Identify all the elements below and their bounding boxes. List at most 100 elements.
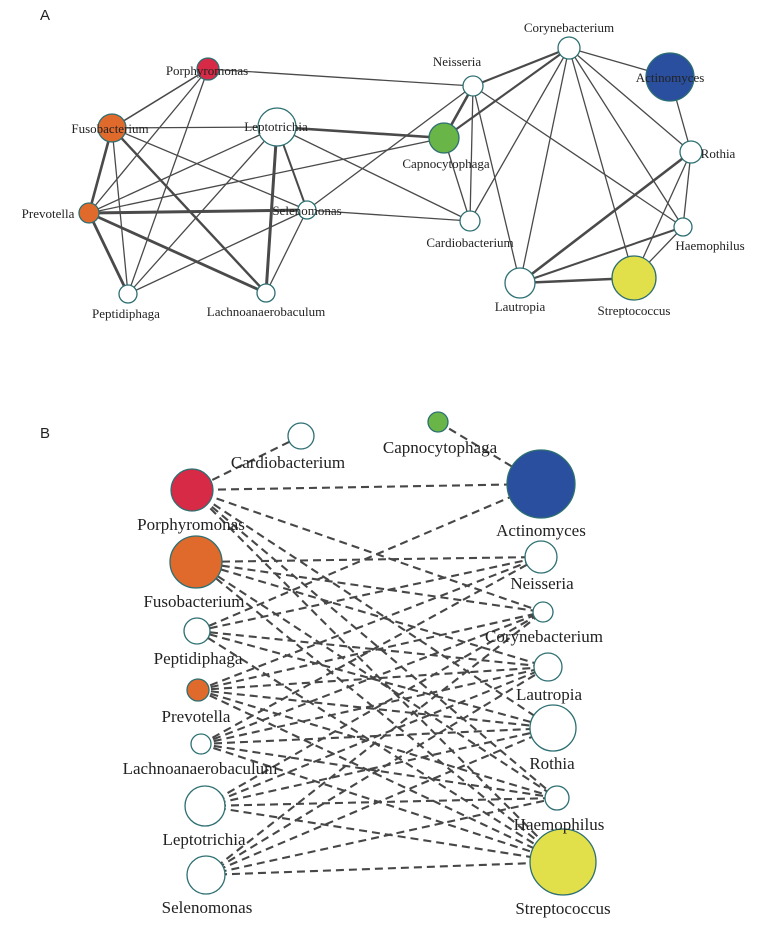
panel-a-edge-prevotella-lachnoanaerobaculum [87,211,268,295]
panel-b-edge-lachnoanaerobaculum-haemophilus [200,742,558,800]
panel-a-edges [87,46,693,296]
panel-a-node-lachnoanaerobaculum [256,283,276,303]
panel-b-label-lautropia: Lautropia [516,685,583,704]
panel-a-edge-prevotella-capnocytophaga [88,137,445,214]
panel-b-nodes: CardiobacteriumCapnocytophagaPorphyromon… [123,411,611,918]
panel-a-edge-leptotrichia-cardiobacterium [276,126,471,222]
panel-b-node-selenomonas [186,855,226,895]
panel-a-label-peptidiphaga: Peptidiphaga [92,306,160,321]
panel-a-label-actinomyces: Actinomyces [636,70,705,85]
panel-b-label-prevotella: Prevotella [162,707,231,726]
panel-b-label-actinomyces: Actinomyces [496,521,586,540]
panel-b-label-capnocytophaga: Capnocytophaga [383,438,498,457]
panel-a-label-selenomonas: Selenomonas [272,203,341,218]
panel-b-network: CardiobacteriumCapnocytophagaPorphyromon… [123,411,611,918]
panel-b-edge-selenomonas-haemophilus [205,796,558,877]
panel-a-edge-selenomonas-peptidiphaga [127,209,308,295]
panel-a-label-prevotella: Prevotella [22,206,75,221]
panel-a-edge-haemophilus-lautropia [519,226,684,284]
panel-a-label-fusobacterium: Fusobacterium [71,121,148,136]
panel-a-edge-corynebacterium-cardiobacterium [469,47,570,222]
panel-a-edge-neisseria-cardiobacterium [469,85,474,222]
panel-a-edge-porphyromonas-prevotella [88,68,209,214]
panel-a-node-haemophilus [673,217,693,237]
panel-a-edge-leptotrichia-capnocytophaga [275,125,446,140]
panel-b-edge-cardiobacterium-porphyromonas [191,435,302,491]
panel-a-node-neisseria [462,75,484,97]
panel-b-edge-selenomonas-corynebacterium [205,611,544,876]
panel-b-label-lachnoanaerobaculum: Lachnoanaerobaculum [123,759,278,778]
panel-a-edge-corynebacterium-streptococcus [568,47,635,279]
panel-b-label-haemophilus: Haemophilus [514,815,605,834]
panel-b-label-fusobacterium: Fusobacterium [143,592,244,611]
panel-a-node-leptotrichia [257,107,297,147]
panel-a-letter: A [40,7,50,24]
panel-b-node-capnocytophaga [427,411,449,433]
panel-b-node-haemophilus [544,785,570,811]
panel-b-edge-lachnoanaerobaculum-corynebacterium [200,611,544,745]
panel-b-edge-capnocytophaga-actinomyces [437,421,542,485]
panel-b-edge-selenomonas-lautropia [205,666,549,876]
panel-a-label-porphyromonas: Porphyromonas [166,63,248,78]
panel-b-label-cardiobacterium: Cardiobacterium [231,453,345,472]
panel-a-edge-fusobacterium-peptidiphaga [111,127,129,295]
panel-a-label-rothia: Rothia [701,146,736,161]
panel-a-node-fusobacterium [97,113,127,143]
panel-b-label-streptococcus: Streptococcus [515,899,610,918]
panel-a-node-selenomonas [297,200,317,220]
panel-b-node-actinomyces [506,449,576,519]
panel-b-edges [191,421,564,877]
panel-a-node-actinomyces [645,52,695,102]
panel-a-edge-rothia-haemophilus [682,151,692,228]
panel-b-node-corynebacterium [532,601,554,623]
panel-a-edge-porphyromonas-neisseria [207,68,474,87]
panel-b-edge-prevotella-haemophilus [197,688,558,800]
panel-a-node-corynebacterium [557,36,581,60]
panel-a-node-cardiobacterium [459,210,481,232]
panel-a-label-capnocytophaga: Capnocytophaga [402,156,490,171]
panel-b-edge-lachnoanaerobaculum-lautropia [200,665,549,746]
panel-b-label-corynebacterium: Corynebacterium [485,627,603,646]
panel-a-label-cardiobacterium: Cardiobacterium [426,235,513,250]
panel-a-edge-leptotrichia-prevotella [88,126,278,214]
panel-b-letter: B [40,425,50,442]
panel-b-edge-prevotella-rothia [197,688,554,730]
panel-b-label-peptidiphaga: Peptidiphaga [154,649,243,668]
panel-b-node-streptococcus [529,828,597,896]
panel-a-label-lachnoanaerobaculum: Lachnoanaerobaculum [207,304,325,319]
panel-a-edge-selenomonas-neisseria [306,85,474,211]
panel-b-node-peptidiphaga [183,617,211,645]
panel-a-edge-corynebacterium-rothia [568,47,692,153]
panel-b-edge-porphyromonas-corynebacterium [191,489,544,613]
panel-b-node-leptotrichia [184,785,226,827]
panel-b-edge-lachnoanaerobaculum-neisseria [200,556,542,745]
panel-b-edge-prevotella-neisseria [197,556,542,691]
panel-a-node-capnocytophaga [428,122,460,154]
panel-a-node-streptococcus [611,255,657,301]
panel-a-edge-rothia-lautropia [518,150,693,285]
panel-a-label-corynebacterium: Corynebacterium [524,20,614,35]
panel-b-edge-fusobacterium-streptococcus [195,561,564,863]
panel-b-edge-fusobacterium-neisseria [195,555,542,564]
panel-a-edge-corynebacterium-haemophilus [568,47,684,228]
panel-b-edge-selenomonas-streptococcus [205,860,564,877]
panel-b-label-selenomonas: Selenomonas [162,898,253,917]
panel-a-edge-rothia-streptococcus [633,151,692,279]
panel-b-edge-leptotrichia-lautropia [204,666,549,807]
panel-b-edge-leptotrichia-streptococcus [204,804,564,864]
panel-a-edge-corynebacterium-lautropia [519,47,570,284]
panel-b-edge-prevotella-streptococcus [197,689,564,863]
panel-a-edge-corynebacterium-capnocytophaga [442,46,571,140]
panel-a-edge-selenomonas-lachnoanaerobaculum [265,209,308,294]
panel-a-node-lautropia [504,267,536,299]
panel-a-edge-porphyromonas-peptidiphaga [127,68,209,295]
panel-b-edge-peptidiphaga-neisseria [196,555,542,633]
panel-b-label-leptotrichia: Leptotrichia [162,830,246,849]
panel-a-edge-fusobacterium-selenomonas [111,127,308,211]
panel-b-edge-porphyromonas-haemophilus [191,489,558,799]
panel-a-edge-prevotella-peptidiphaga [87,211,130,296]
panel-a-node-porphyromonas [196,57,220,81]
panel-b-edge-prevotella-corynebacterium [197,610,544,692]
panel-a-edge-fusobacterium-prevotella [87,126,114,215]
